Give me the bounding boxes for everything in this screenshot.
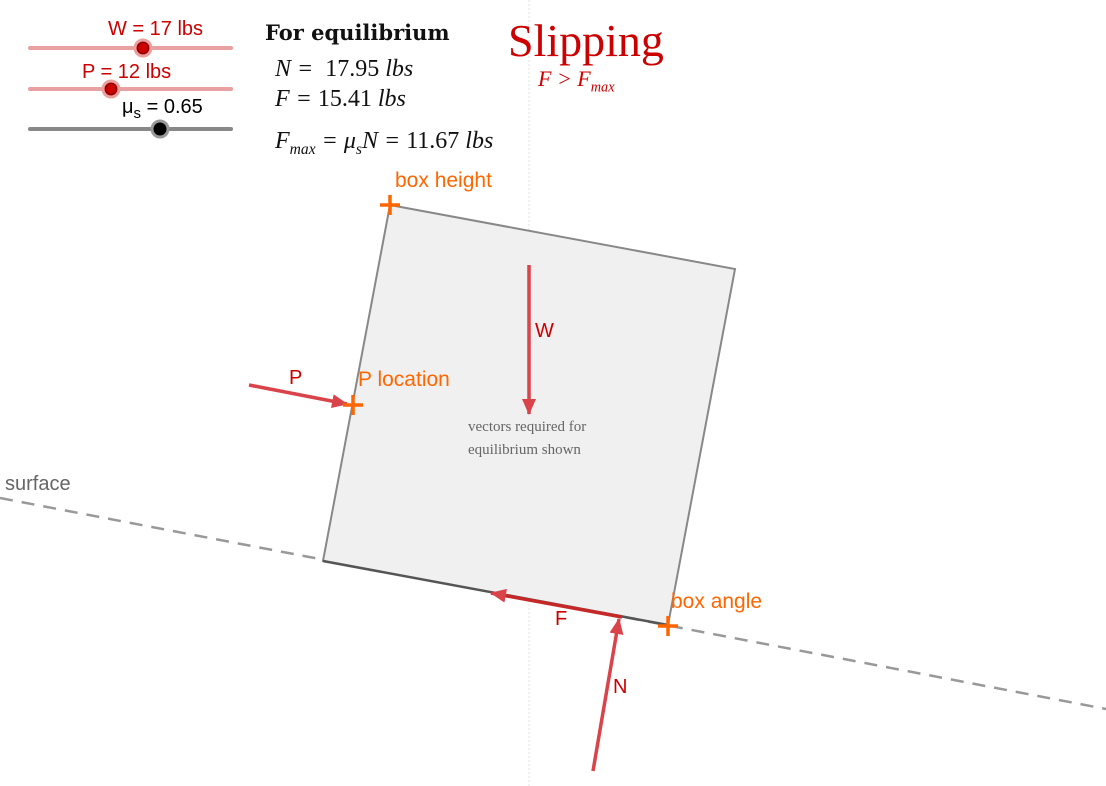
w-vector-label: W: [535, 320, 554, 342]
status-condition-sub: max: [590, 79, 615, 96]
n-unit: lbs: [385, 56, 414, 82]
p-vector: [248, 383, 348, 409]
note-line-1: vectors required for: [468, 419, 587, 435]
w-slider-label: W = 17 lbs: [108, 18, 204, 40]
n-vector-label: N: [613, 676, 628, 698]
friction-force-equation: F = 15.41 lbs: [275, 86, 406, 113]
status-condition: F > Fmax: [538, 66, 615, 96]
surface-label: surface: [5, 473, 71, 495]
f-unit: lbs: [377, 86, 406, 112]
n-vector: [591, 618, 624, 772]
fmax-equation: Fmax = μsN = 11.67 lbs: [275, 128, 493, 159]
f-vector-label: F: [555, 608, 568, 630]
box-angle-label: box angle: [671, 590, 763, 613]
f-vector: [490, 588, 623, 619]
box-angle-point[interactable]: [658, 616, 678, 636]
box-height-point[interactable]: [380, 195, 400, 215]
fmax-unit: lbs: [465, 128, 494, 154]
box-height-label: box height: [395, 169, 492, 192]
normal-force-equation: N = 17.95 lbs: [275, 56, 413, 83]
fmax-mu-sub: s: [355, 140, 362, 158]
p-vector-label: P: [289, 367, 303, 389]
w-slider-handle-core: [137, 42, 149, 54]
mu-value: = 0.65: [141, 96, 203, 118]
mu-slider-handle[interactable]: [150, 119, 170, 139]
mu-subscript: s: [133, 105, 142, 122]
fmax-sub: max: [289, 140, 316, 158]
p-slider-handle-core: [105, 83, 117, 95]
note-line-2: equilibrium shown: [468, 442, 581, 458]
n-lhs: N =: [275, 56, 314, 82]
f-lhs: F =: [275, 86, 312, 112]
status-condition-lhs: F > F: [538, 66, 591, 91]
n-value: 17.95: [325, 56, 380, 82]
p-slider-label: P = 12 lbs: [82, 61, 172, 83]
mu-symbol: μ: [122, 96, 134, 118]
p-location-point[interactable]: [343, 395, 363, 415]
fmax-value: 11.67: [406, 128, 460, 154]
p-location-label: P location: [358, 368, 450, 391]
fmax-mid: = μ: [315, 128, 356, 154]
equilibrium-note: vectors required for equilibrium shown: [468, 416, 586, 462]
f-value: 15.41: [317, 86, 372, 112]
equilibrium-heading: For equilibrium: [265, 20, 450, 45]
status-title: Slipping: [508, 15, 664, 66]
mu-slider-label: μs = 0.65: [122, 96, 203, 122]
fmax-n: N =: [361, 128, 407, 154]
fmax-lhs: F: [275, 128, 290, 154]
